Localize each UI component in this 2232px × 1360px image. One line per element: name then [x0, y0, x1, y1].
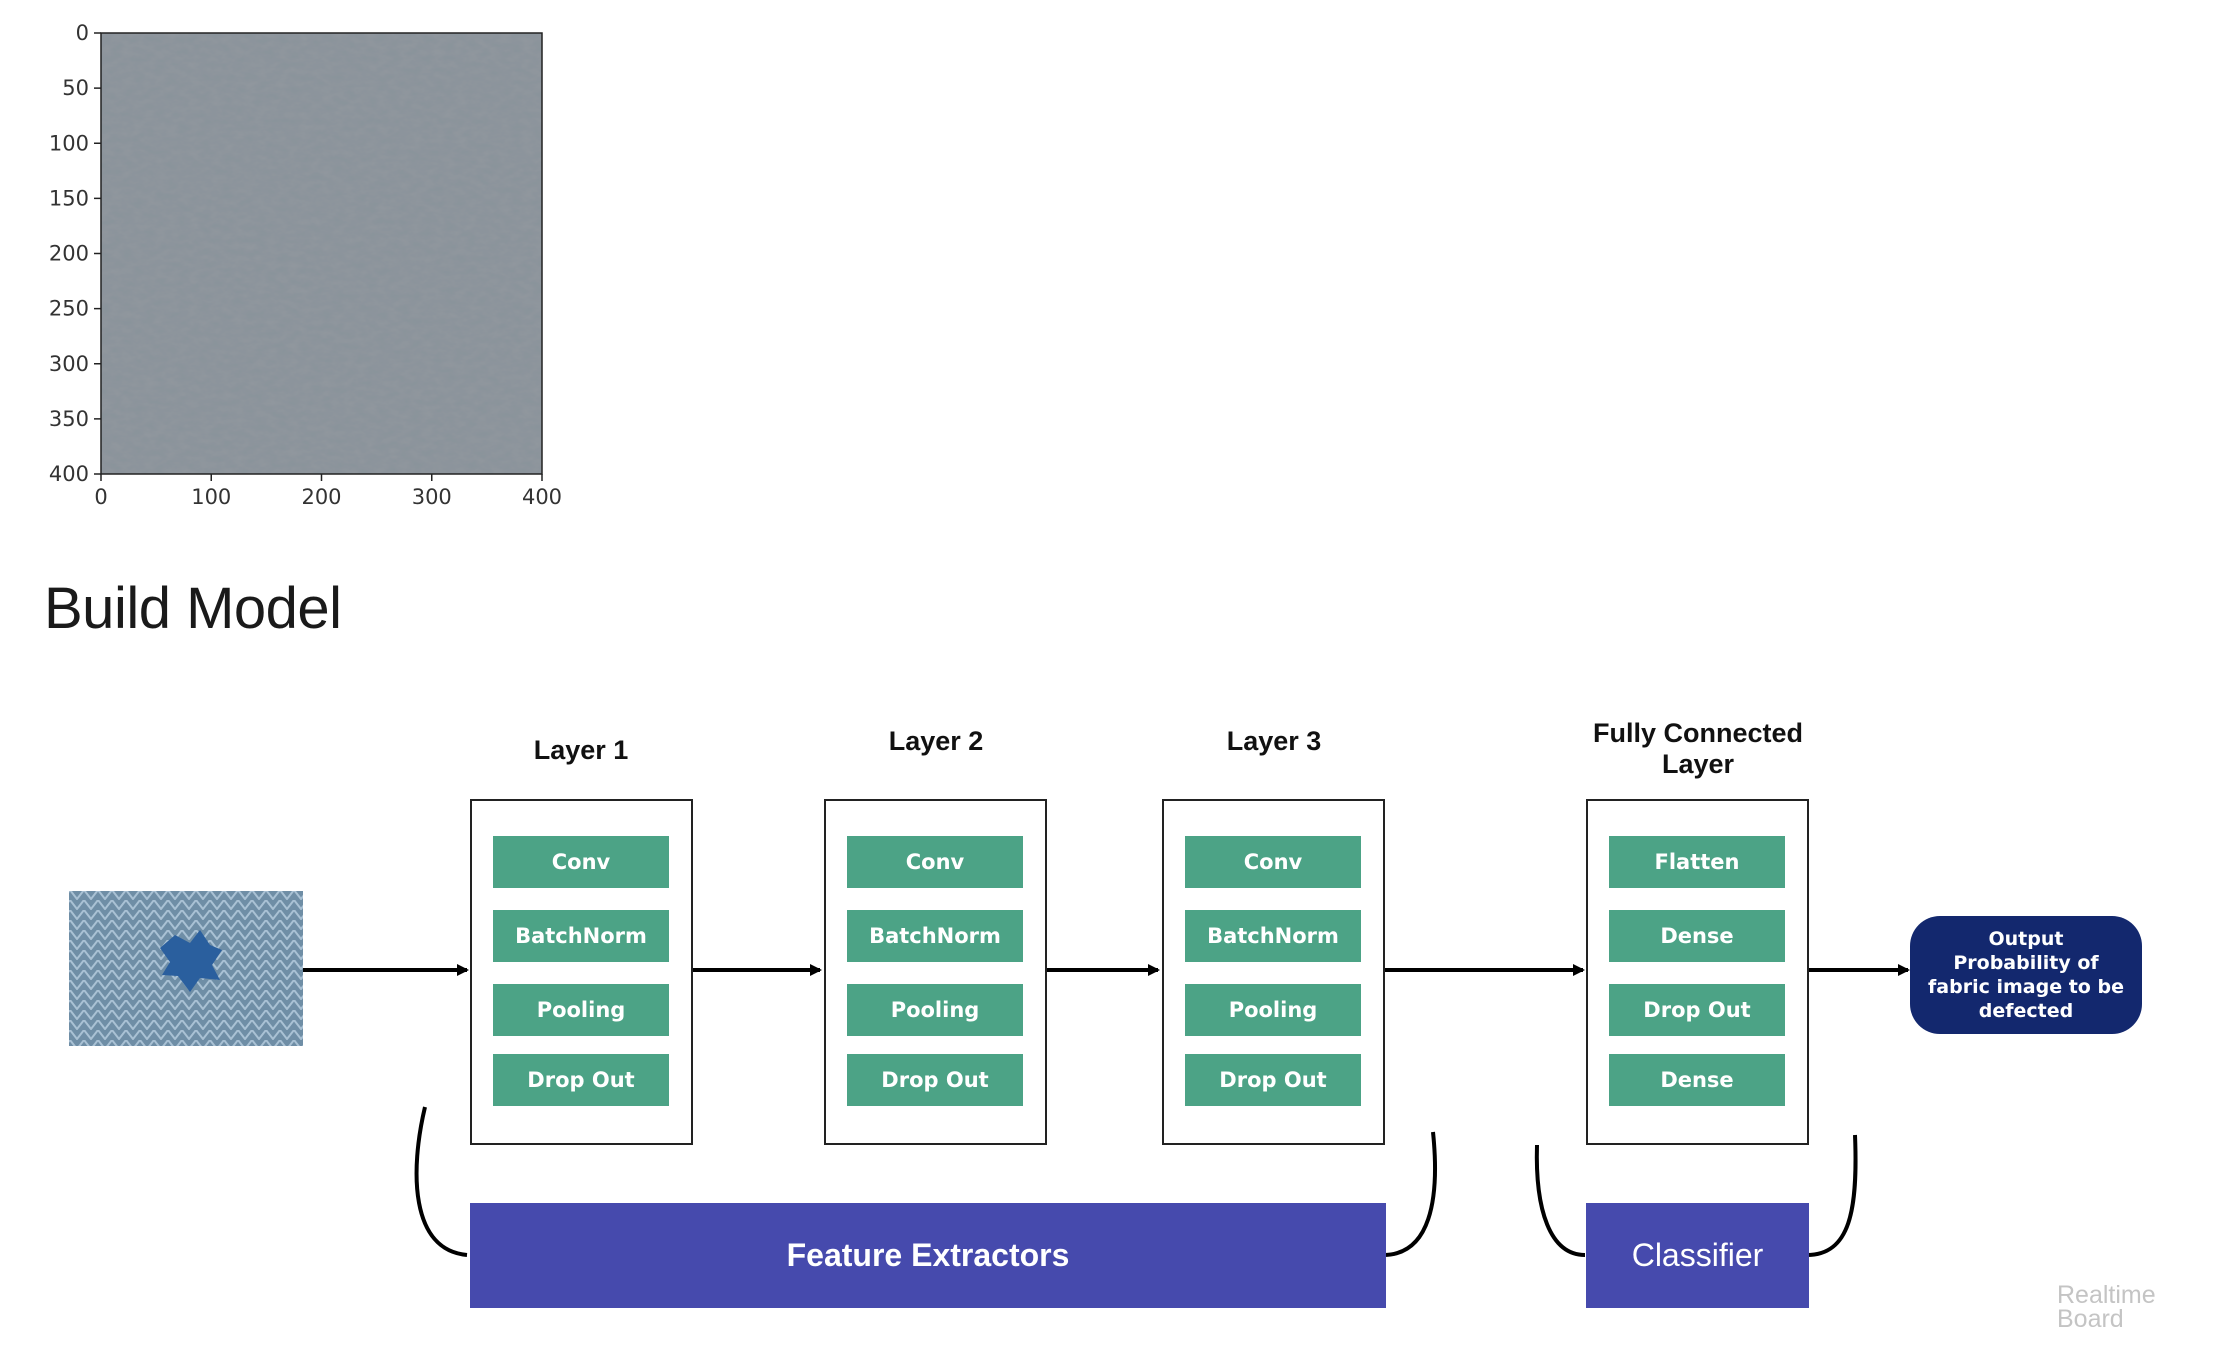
feature-brace-left: [414, 1106, 468, 1257]
op-conv: Conv: [847, 836, 1023, 888]
texture-image-plot: 0 50 100 150 200 250 300 350 400 0 100 200 300 400: [49, 21, 562, 509]
feature-brace-right: [1382, 1131, 1437, 1257]
feature-extractors-band: Feature Extractors: [470, 1203, 1386, 1308]
x-tick-label: 300: [412, 485, 452, 509]
op-conv: Conv: [493, 836, 669, 888]
y-tick-label: 50: [62, 76, 89, 100]
x-axis: 0 100 200 300 400: [94, 474, 562, 509]
input-fabric-image: [69, 891, 303, 1046]
y-axis: 0 50 100 150 200 250 300 350 400: [49, 21, 101, 486]
op-dropout: Drop Out: [1185, 1054, 1361, 1106]
layer-1-box: Conv BatchNorm Pooling Drop Out: [470, 799, 693, 1145]
y-tick-label: 150: [49, 186, 89, 210]
x-tick-label: 100: [191, 485, 231, 509]
y-tick-label: 400: [49, 462, 89, 486]
classifier-band: Classifier: [1586, 1203, 1809, 1308]
op-dropout: Drop Out: [493, 1054, 669, 1106]
output-node: Output Probability of fabric image to be…: [1910, 916, 2142, 1034]
classifier-brace-left: [1534, 1144, 1586, 1257]
op-flatten: Flatten: [1609, 836, 1785, 888]
fc-layer-title: Fully Connected Layer: [1592, 718, 1803, 779]
realtime-board-watermark: Realtime Board: [2057, 1281, 2156, 1333]
section-title: Build Model: [44, 576, 342, 641]
x-tick-label: 200: [301, 485, 341, 509]
op-batchnorm: BatchNorm: [1185, 910, 1361, 962]
y-tick-label: 100: [49, 131, 89, 155]
layer-2-title: Layer 2: [888, 726, 984, 756]
op-batchnorm: BatchNorm: [493, 910, 669, 962]
layer-2-box: Conv BatchNorm Pooling Drop Out: [824, 799, 1047, 1145]
layer-1-title: Layer 1: [533, 735, 629, 765]
op-pooling: Pooling: [1185, 984, 1361, 1036]
op-dropout: Drop Out: [1609, 984, 1785, 1036]
op-dense: Dense: [1609, 910, 1785, 962]
classifier-brace-right: [1806, 1134, 1858, 1257]
op-batchnorm: BatchNorm: [847, 910, 1023, 962]
x-tick-label: 0: [94, 485, 107, 509]
op-pooling: Pooling: [493, 984, 669, 1036]
y-tick-label: 350: [49, 407, 89, 431]
y-tick-label: 250: [49, 297, 89, 321]
op-conv: Conv: [1185, 836, 1361, 888]
fc-layer-box: Flatten Dense Drop Out Dense: [1586, 799, 1809, 1145]
x-tick-label: 400: [522, 485, 562, 509]
layer-3-title: Layer 3: [1226, 726, 1322, 756]
op-pooling: Pooling: [847, 984, 1023, 1036]
y-tick-label: 200: [49, 242, 89, 266]
texture-image: [101, 33, 542, 474]
y-tick-label: 0: [76, 21, 89, 45]
op-dropout: Drop Out: [847, 1054, 1023, 1106]
op-dense: Dense: [1609, 1054, 1785, 1106]
y-tick-label: 300: [49, 352, 89, 376]
layer-3-box: Conv BatchNorm Pooling Drop Out: [1162, 799, 1385, 1145]
